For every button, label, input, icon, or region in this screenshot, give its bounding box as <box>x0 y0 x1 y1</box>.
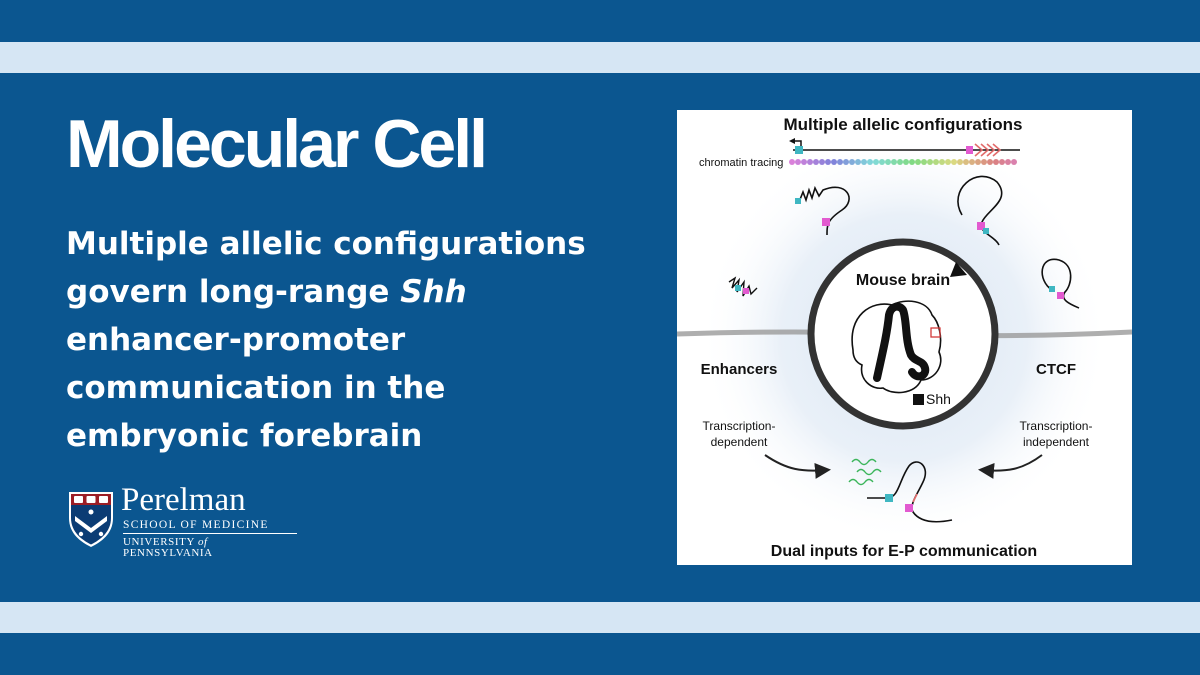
compact-chromatin-icon <box>728 276 758 297</box>
tracing-dot <box>891 159 897 165</box>
graphical-abstract: Multiple allelic configurations chromati… <box>677 110 1132 565</box>
left-subtitle-line-2: dependent <box>711 435 768 449</box>
tracing-dot <box>957 159 963 165</box>
logo-school: SCHOOL OF MEDICINE <box>123 519 269 531</box>
article-headline: Multiple allelic configurations govern l… <box>66 220 626 460</box>
center-title: Mouse brain <box>856 272 950 289</box>
tracing-dot <box>987 159 993 165</box>
brain-diagram <box>851 300 942 394</box>
tracing-dot <box>843 159 849 165</box>
logo-university: UNIVERSITY of PENNSYLVANIA <box>123 537 297 559</box>
tracing-dot <box>807 159 813 165</box>
right-subtitle-line-1: Transcription- <box>1020 419 1093 433</box>
tracing-dot <box>873 159 879 165</box>
chromatin-loop-icon <box>1041 258 1080 309</box>
tracing-dot <box>831 159 837 165</box>
logo-university-pre: UNIVERSITY <box>123 536 198 548</box>
logo-divider <box>123 533 297 534</box>
tracing-dot <box>879 159 885 165</box>
shh-marker-icon <box>913 394 924 405</box>
tracing-dot <box>909 159 915 165</box>
chromatin-loop-icon <box>795 185 850 236</box>
tracing-dot <box>993 159 999 165</box>
right-arrow-icon <box>978 454 1043 479</box>
tracing-dot <box>915 159 921 165</box>
tracing-dot <box>927 159 933 165</box>
headline-line-5: embryonic forebrain <box>66 418 423 454</box>
tracing-dot <box>1005 159 1011 165</box>
graphical-abstract-svg: Multiple allelic configurations chromati… <box>677 115 1132 560</box>
tracing-dot <box>849 159 855 165</box>
perelman-logo: Perelman SCHOOL OF MEDICINE UNIVERSITY o… <box>67 484 297 559</box>
transcripts-icon <box>848 458 882 486</box>
logo-university-of: of <box>197 536 208 548</box>
figure-bottom-title: Dual inputs for E-P communication <box>771 543 1037 560</box>
gene-label: Shh <box>926 391 951 407</box>
chromatin-tracing-label: chromatin tracing <box>699 157 783 169</box>
tracing-dot <box>903 159 909 165</box>
dual-input-chromatin-icon <box>867 461 953 523</box>
penn-shield-icon <box>69 492 113 547</box>
headline-line-1: Multiple allelic configurations <box>66 226 586 262</box>
tracing-dot <box>933 159 939 165</box>
tracing-dot <box>855 159 861 165</box>
headline-gene-name: Shh <box>400 274 467 310</box>
tracing-dot <box>999 159 1005 165</box>
tracing-dot <box>837 159 843 165</box>
tracing-dot <box>861 159 867 165</box>
circle-arrowhead-icon <box>950 262 967 277</box>
tracing-dot <box>939 159 945 165</box>
logo-name: Perelman <box>121 482 246 518</box>
tracing-dot <box>969 159 975 165</box>
tracing-dot <box>963 159 969 165</box>
locus-diagram <box>789 138 1020 157</box>
tracing-dot <box>1011 159 1017 165</box>
left-arrow-icon <box>764 454 831 479</box>
tracing-dot <box>825 159 831 165</box>
tracing-dot <box>819 159 825 165</box>
tracing-dot <box>975 159 981 165</box>
left-subtitle-line-1: Transcription- <box>703 419 776 433</box>
journal-title: Molecular Cell <box>66 106 488 182</box>
tracing-dot <box>789 159 795 165</box>
headline-line-3: enhancer-promoter <box>66 322 406 358</box>
right-subtitle-line-2: independent <box>1023 435 1090 449</box>
headline-line-2: govern long-range <box>66 274 401 310</box>
tracing-dot <box>867 159 873 165</box>
tracing-dot <box>945 159 951 165</box>
tracing-dot <box>801 159 807 165</box>
tracing-dot <box>921 159 927 165</box>
left-title: Enhancers <box>701 361 778 378</box>
headline-line-4: communication in the <box>66 370 446 406</box>
tracing-dot <box>885 159 891 165</box>
tracing-dot <box>795 159 801 165</box>
top-stripe <box>0 42 1200 73</box>
tracing-dot <box>897 159 903 165</box>
chromatin-loop-icon <box>957 175 1003 246</box>
bottom-stripe <box>0 602 1200 633</box>
right-title: CTCF <box>1036 361 1076 378</box>
tracing-dot <box>981 159 987 165</box>
logo-university-post: PENNSYLVANIA <box>123 547 213 559</box>
chromatin-tracing-dots <box>789 159 1017 165</box>
tracing-dot <box>813 159 819 165</box>
figure-top-title: Multiple allelic configurations <box>784 115 1023 134</box>
tracing-dot <box>951 159 957 165</box>
